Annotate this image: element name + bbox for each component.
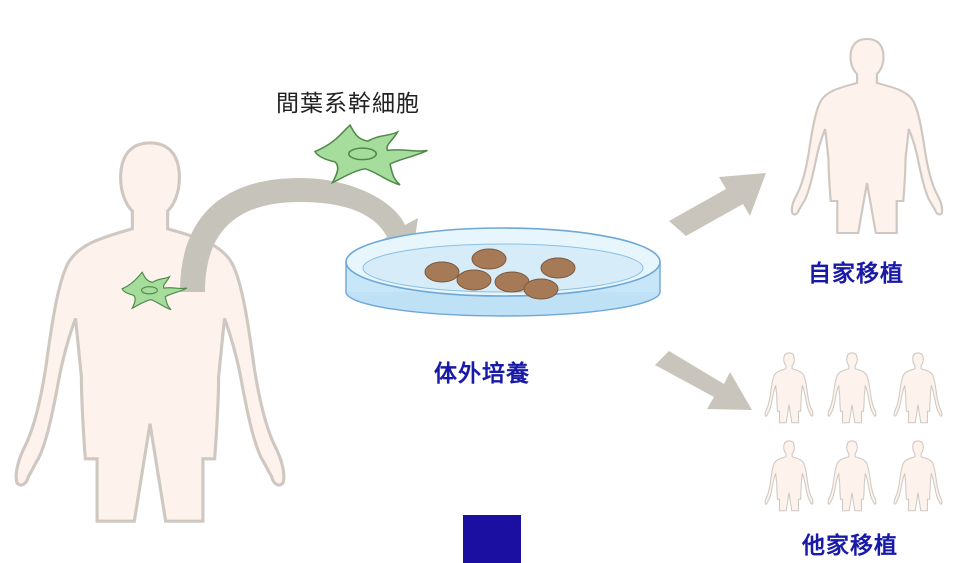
autologous-arrow-icon [669, 173, 766, 236]
harvest-arrow-icon [180, 178, 418, 292]
allogeneic-arrow-icon [655, 351, 752, 410]
autologous-label: 自家移植 [808, 261, 904, 287]
stem-cell-label: 間葉系幹細胞 [276, 91, 420, 117]
stem-cell-icon [314, 124, 429, 186]
allogeneic-label: 他家移植 [802, 533, 898, 559]
culture-label: 体外培養 [434, 361, 530, 387]
petri-dish-icon [345, 227, 661, 317]
recipient-body-icon [790, 37, 944, 235]
blue-square-block [463, 515, 521, 563]
allogeneic-recipients [764, 352, 943, 512]
